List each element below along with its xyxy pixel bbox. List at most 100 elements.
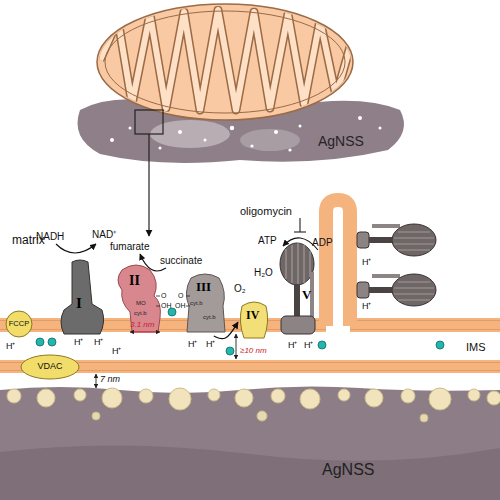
node-outline: [208, 389, 220, 401]
complex-i: I: [58, 258, 104, 338]
node-label: IV: [246, 309, 259, 321]
nanoparticle-dot: [178, 130, 182, 134]
node-outline: [281, 316, 315, 334]
product-label: NAD⁺: [92, 230, 116, 240]
node-outline: [74, 389, 86, 401]
nanoparticle-dot: [250, 144, 253, 147]
complex-iii: III cyt.b cyt.b: [183, 272, 227, 336]
atp-synthase-dimer: [372, 274, 400, 278]
nanoparticle-layer: AgNSS: [70, 86, 410, 168]
quinone-bond: [186, 296, 190, 297]
proton-label: H⁺: [94, 338, 104, 347]
mitochondrion: [100, 10, 352, 110]
node-label: cyt.b: [134, 310, 147, 316]
node-outline: [169, 388, 191, 410]
node-label: AgNSS: [318, 134, 364, 148]
node-label: I: [76, 296, 82, 311]
inhibitor-label: oligomycin: [240, 206, 292, 217]
node-outline: [102, 388, 122, 408]
proton-label: H⁺: [6, 342, 16, 351]
proton-label: H⁺: [206, 340, 216, 349]
atp-synthase-dimer: [394, 232, 434, 250]
node-outline: [92, 412, 100, 420]
node-outline: [139, 389, 153, 403]
atp-synthase-dimer: [369, 287, 393, 293]
node-outline: [150, 120, 230, 148]
quinone-bond: [156, 306, 160, 307]
node-outline: [240, 302, 267, 338]
atp-synthase-dimer: [394, 282, 434, 300]
node-outline: [257, 411, 267, 421]
inhibitor-bar: [299, 218, 300, 232]
product-label: ATP: [258, 236, 277, 246]
inner-membrane: [350, 318, 500, 332]
dimension-arrow: [130, 332, 160, 333]
inner-membrane: [0, 320, 326, 321]
mitochondrion: [105, 11, 345, 113]
quinone-label: O: [178, 292, 183, 299]
atp-synthase-dimer: [357, 224, 436, 306]
node-label: III: [196, 280, 211, 293]
node-outline: [365, 389, 383, 407]
node-outline: [78, 99, 405, 163]
node-outline: [401, 389, 415, 403]
product-label: fumarate: [110, 242, 149, 252]
nanoparticle-dot: [230, 126, 234, 130]
electron-transfer-arrow: [214, 322, 238, 339]
substrate-label: ADP: [312, 238, 333, 248]
proton-label: H⁺: [112, 347, 122, 356]
node-label: cyt.b: [203, 314, 216, 320]
dimension-arrow: [236, 334, 237, 359]
node-outline: [235, 389, 253, 407]
atp-synthase-dimer: [357, 232, 369, 248]
reaction-arrow: [56, 244, 96, 253]
mitochondrion: [100, 10, 352, 110]
node-outline: [271, 389, 285, 403]
node-shape: [0, 382, 500, 500]
substrate-label: NADH: [36, 232, 64, 242]
atp-synthase-dimer: [357, 282, 369, 298]
proton-label: H⁺: [362, 302, 372, 311]
proton-label: H⁺: [362, 258, 372, 267]
node-outline: [0, 445, 500, 500]
proton-label: H⁺: [188, 340, 198, 349]
node-outline: [286, 243, 310, 285]
quinone-bond: [156, 296, 160, 297]
cytochrome-c-dot: [168, 308, 176, 316]
quinone-label: OH: [175, 302, 186, 309]
atp-synthase-dimer: [369, 237, 393, 243]
cytochrome-c-dot: [318, 341, 326, 349]
cytochrome-c-dot: [436, 341, 444, 349]
node-outline: [420, 414, 428, 422]
node-outline: [294, 284, 300, 318]
atp-synthase-dimer: [372, 224, 400, 228]
inner-membrane: [350, 329, 500, 330]
inner-membrane: [350, 320, 500, 321]
nanoparticle-dot: [110, 116, 382, 152]
dimension-label: ≥10 nm: [240, 347, 267, 355]
zoom-box: [135, 110, 163, 134]
node-label: cyt.b: [190, 300, 203, 306]
nanoparticle-dot: [299, 125, 302, 128]
quinone-bond: [186, 306, 190, 307]
dimension-arrow: [96, 374, 97, 388]
mitochondrion: [97, 4, 353, 120]
dimension-arrow: [96, 332, 236, 388]
substrate-label: succinate: [160, 256, 202, 266]
node-outline: [118, 265, 160, 332]
node-label: V: [302, 288, 311, 301]
proton-label: H⁺: [304, 341, 314, 350]
nanoparticle-dot: [274, 130, 278, 134]
nanoparticle-dot: [204, 139, 207, 142]
node-outline: [429, 388, 451, 410]
compartment-label: IMS: [466, 342, 486, 353]
node-outline: [0, 386, 500, 500]
inhibitor-bar: [294, 218, 306, 232]
node-outline: [280, 243, 314, 285]
node-outline: [338, 389, 350, 401]
atp-synthase-dimer: [392, 274, 436, 306]
node-outline: [186, 274, 225, 332]
